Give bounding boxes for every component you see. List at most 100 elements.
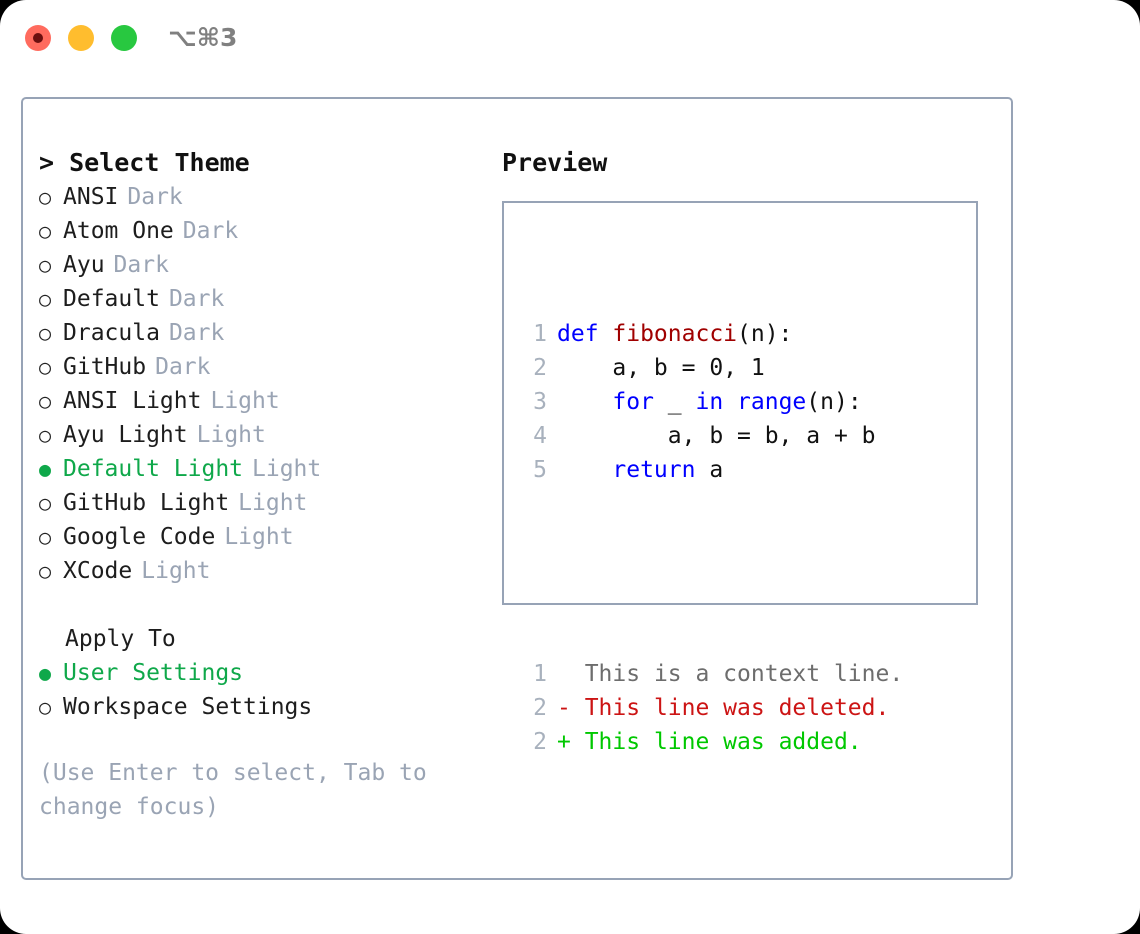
line-number: 2 xyxy=(533,695,547,721)
theme-name: GitHub xyxy=(63,354,147,380)
code-token xyxy=(557,453,612,487)
theme-name: Atom One xyxy=(63,218,174,244)
radio-unselected-icon: ○ xyxy=(39,389,52,413)
theme-option-ansi[interactable]: ○ ANSI Dark xyxy=(39,180,499,214)
line-number: 2 xyxy=(533,729,547,755)
apply-to-label: Workspace Settings xyxy=(63,694,313,720)
code-diff-spacer xyxy=(521,555,903,589)
apply-to-label: User Settings xyxy=(63,660,244,686)
radio-selected-icon: ● xyxy=(39,661,52,685)
code-line: 2 a, b = 0, 1 xyxy=(521,351,903,385)
apply-to-list[interactable]: ● User Settings ○ Workspace Settings xyxy=(39,656,499,724)
apply-to-option-workspace-settings[interactable]: ○ Workspace Settings xyxy=(39,690,499,724)
radio-unselected-icon: ○ xyxy=(39,491,52,515)
radio-unselected-icon: ○ xyxy=(39,695,52,719)
theme-name: XCode xyxy=(63,558,133,584)
theme-kind-label: Light xyxy=(238,490,308,516)
radio-unselected-icon: ○ xyxy=(39,219,52,243)
diff-line: 2- This line was deleted. xyxy=(521,691,903,725)
theme-option-google-code[interactable]: ○ Google Code Light xyxy=(39,520,499,554)
theme-kind-label: Dark xyxy=(168,320,225,346)
theme-kind-label: Dark xyxy=(168,286,225,312)
theme-option-github-light[interactable]: ○ GitHub Light Light xyxy=(39,486,499,520)
theme-name: Ayu Light xyxy=(63,422,188,448)
line-number: 4 xyxy=(533,423,547,449)
code-token: (n): xyxy=(806,389,862,415)
diff-line: 1 This is a context line. xyxy=(521,657,903,691)
theme-name: Default xyxy=(63,286,160,312)
code-line: 5 return a xyxy=(521,453,903,487)
line-number: 1 xyxy=(533,321,547,347)
theme-kind-label: Dark xyxy=(155,354,211,380)
code-token: a, b = 0, 1 xyxy=(557,355,765,381)
theme-kind-label: Light xyxy=(196,422,266,448)
theme-name: Ayu xyxy=(63,252,105,278)
radio-unselected-icon: ○ xyxy=(39,253,52,277)
code-token: _ xyxy=(653,389,696,415)
window-controls xyxy=(25,25,137,51)
code-line: 1 def fibonacci(n): xyxy=(521,317,903,351)
radio-selected-icon: ● xyxy=(39,457,52,481)
theme-name: GitHub Light xyxy=(63,490,230,516)
close-button[interactable] xyxy=(25,25,51,51)
diff-text: This line was added. xyxy=(584,729,862,755)
code-line: 3 for _ in range(n): xyxy=(521,385,903,419)
line-number: 5 xyxy=(533,457,547,483)
apply-to-option-user-settings[interactable]: ● User Settings xyxy=(39,656,499,690)
line-number: 3 xyxy=(533,389,547,415)
code-token: def xyxy=(557,321,613,347)
diff-block: 1 This is a context line.2- This line wa… xyxy=(521,657,903,759)
theme-name: ANSI xyxy=(63,184,119,210)
minimize-button[interactable] xyxy=(68,25,94,51)
theme-option-default[interactable]: ○ Default Dark xyxy=(39,282,499,316)
theme-kind-label: Light xyxy=(224,524,294,550)
line-number: 1 xyxy=(533,661,547,687)
radio-unselected-icon: ○ xyxy=(39,185,52,209)
title-bar: ⌥⌘3 xyxy=(0,0,1140,78)
maximize-button[interactable] xyxy=(111,25,137,51)
radio-unselected-icon: ○ xyxy=(39,287,52,311)
diff-text: This is a context line. xyxy=(584,661,904,687)
code-token xyxy=(723,385,737,419)
diff-marker: - xyxy=(557,695,585,721)
theme-kind-label: Dark xyxy=(127,184,183,210)
code-token xyxy=(557,385,612,419)
select-theme-heading: > Select Theme xyxy=(39,148,250,177)
radio-unselected-icon: ○ xyxy=(39,355,52,379)
theme-name: Dracula xyxy=(63,320,160,346)
code-line: 4 a, b = b, a + b xyxy=(521,419,903,453)
diff-text: This line was deleted. xyxy=(584,695,890,721)
theme-kind-label: Light xyxy=(252,456,322,482)
preview-heading: Preview xyxy=(502,148,608,177)
theme-name: Default Light xyxy=(63,456,244,482)
code-token: (n): xyxy=(737,321,793,347)
diff-marker xyxy=(557,657,585,691)
theme-option-github[interactable]: ○ GitHub Dark xyxy=(39,350,499,384)
code-token: return xyxy=(612,457,696,483)
apply-to-heading: Apply To xyxy=(65,626,176,652)
radio-unselected-icon: ○ xyxy=(39,525,52,549)
theme-name: Google Code xyxy=(63,524,216,550)
line-number: 2 xyxy=(533,355,547,381)
radio-unselected-icon: ○ xyxy=(39,321,52,345)
keyboard-hint-text: (Use Enter to select, Tab to change focu… xyxy=(39,760,427,820)
code-token: for xyxy=(612,389,654,415)
code-token: fibonacci xyxy=(612,321,738,347)
theme-option-dracula[interactable]: ○ Dracula Dark xyxy=(39,316,499,350)
apply-to-section: Apply To ● User Settings ○ Workspace Settin… xyxy=(39,622,499,724)
theme-option-default-light[interactable]: ● Default Light Light xyxy=(39,452,499,486)
code-token: a xyxy=(695,457,724,483)
code-token: range xyxy=(737,389,807,415)
